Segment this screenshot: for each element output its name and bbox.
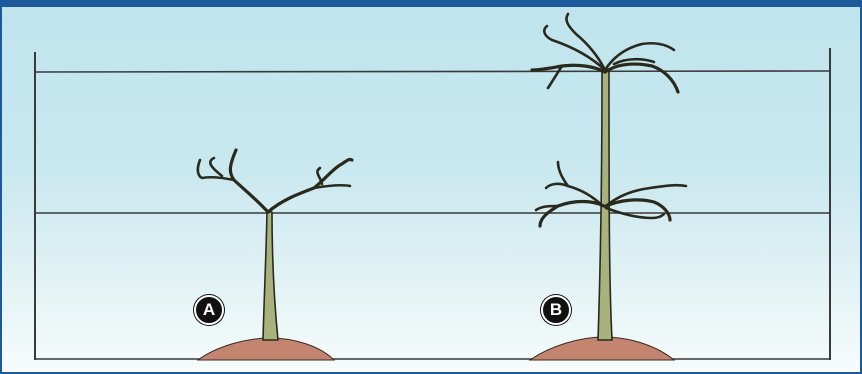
top-wire bbox=[35, 71, 830, 72]
vine-b bbox=[532, 14, 686, 340]
label-a-badge: A bbox=[194, 295, 224, 325]
soil-mound-a bbox=[198, 338, 334, 360]
label-b-badge: B bbox=[541, 295, 571, 325]
